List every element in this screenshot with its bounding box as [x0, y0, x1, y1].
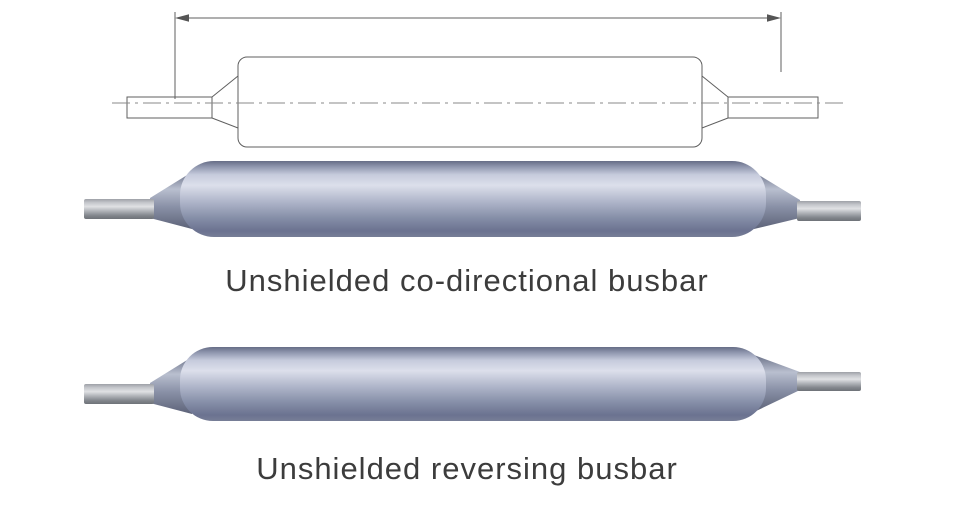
left-cone-lines: [211, 75, 239, 129]
label-co-directional-busbar: Unshielded co-directional busbar: [225, 263, 709, 298]
busbar-body: [180, 347, 766, 421]
right-tab: [797, 372, 861, 391]
label-reversing-busbar: Unshielded reversing busbar: [256, 451, 678, 486]
dimension-arrow-left: [175, 14, 189, 22]
right-tab: [797, 201, 861, 221]
technical-drawing: [112, 12, 846, 148]
right-cone: [754, 172, 800, 229]
left-tab: [84, 199, 154, 219]
right-cone-lines: [701, 75, 729, 129]
right-cone: [754, 355, 800, 412]
left-tab-outline: [126, 96, 213, 119]
busbar-reversing-render: [84, 347, 861, 421]
left-tab: [84, 384, 154, 404]
busbar-co-directional-render: [84, 161, 861, 237]
dimension-arrow-right: [767, 14, 781, 22]
right-tab-outline: [727, 96, 819, 119]
busbar-body: [180, 161, 766, 237]
cylinder-outline: [237, 56, 703, 148]
